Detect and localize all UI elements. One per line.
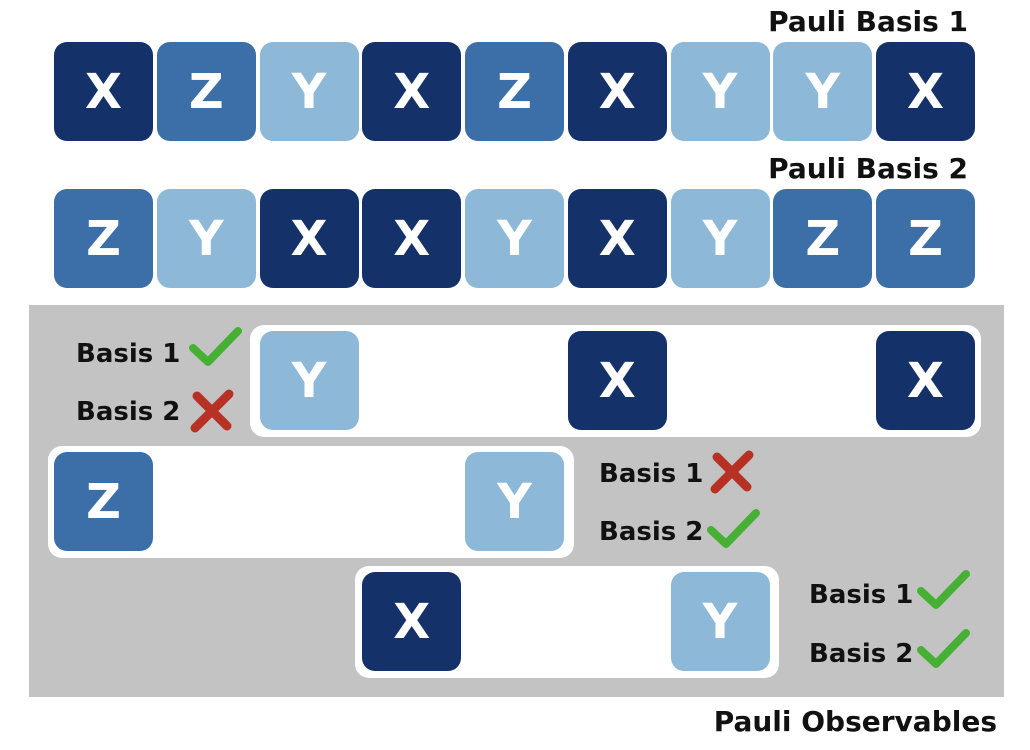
basis1-tile-z: Z bbox=[156, 42, 256, 141]
observable-2-basis1-label: Basis 1 bbox=[599, 459, 704, 489]
observable-1-basis2-label: Basis 2 bbox=[76, 397, 181, 427]
basis2-tile-z: Z bbox=[54, 189, 153, 288]
check-icon bbox=[707, 509, 760, 548]
observable-1-basis1-label: Basis 1 bbox=[76, 339, 181, 369]
basis1-tile-x: X bbox=[876, 42, 975, 141]
observable-3-basis2-label: Basis 2 bbox=[809, 639, 914, 669]
observable-3-basis1-label: Basis 1 bbox=[809, 580, 914, 610]
cross-icon bbox=[710, 450, 754, 494]
basis2-tile-x: X bbox=[259, 189, 359, 288]
basis2-tile-x: X bbox=[362, 189, 462, 288]
observable-2-basis2-label: Basis 2 bbox=[599, 517, 704, 547]
check-icon bbox=[917, 629, 970, 668]
basis2-tile-z: Z bbox=[876, 189, 975, 288]
observable-3-tile-y: Y bbox=[670, 572, 770, 671]
basis1-tile-y: Y bbox=[259, 42, 359, 141]
basis2-tile-x: X bbox=[567, 189, 667, 288]
basis1-tile-x: X bbox=[362, 42, 462, 141]
basis1-tile-y: Y bbox=[670, 42, 770, 141]
basis2-title: Pauli Basis 2 bbox=[768, 152, 968, 185]
check-icon bbox=[189, 327, 242, 366]
observable-3-tile-x: X bbox=[362, 572, 462, 671]
basis1-title: Pauli Basis 1 bbox=[768, 5, 968, 38]
basis1-tile-x: X bbox=[567, 42, 667, 141]
observable-1-tile-x: X bbox=[876, 331, 975, 430]
basis2-tile-y: Y bbox=[670, 189, 770, 288]
basis1-tile-z: Z bbox=[465, 42, 564, 141]
observable-2-tile-z: Z bbox=[54, 452, 153, 551]
observable-2-tile-y: Y bbox=[465, 452, 564, 551]
observables-title: Pauli Observables bbox=[713, 705, 997, 738]
basis1-tile-x: X bbox=[54, 42, 153, 141]
observable-1-tile-x: X bbox=[567, 331, 667, 430]
basis2-tile-y: Y bbox=[465, 189, 564, 288]
check-icon bbox=[917, 570, 970, 609]
basis2-tile-y: Y bbox=[156, 189, 256, 288]
basis1-tile-y: Y bbox=[773, 42, 873, 141]
observable-1-tile-y: Y bbox=[259, 331, 359, 430]
cross-icon bbox=[190, 389, 234, 433]
basis2-tile-z: Z bbox=[773, 189, 873, 288]
